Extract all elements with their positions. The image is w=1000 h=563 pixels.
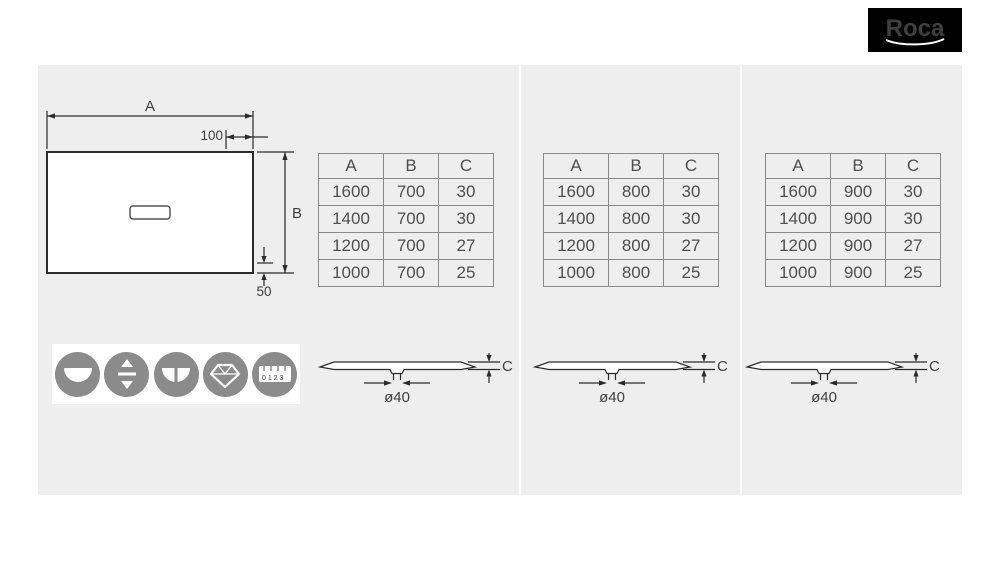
flat-tray-glyph	[63, 368, 92, 382]
dimension-cell: 800	[608, 259, 664, 287]
diamond-glyph	[210, 363, 241, 389]
dim-a-label: A	[145, 98, 155, 115]
tray-profile-diagram-1: ø40 C	[318, 353, 513, 406]
column-header: C	[885, 153, 941, 179]
dim-100-label: 100	[200, 128, 223, 143]
roca-logo-graphic: Roca	[885, 15, 945, 46]
feature-icons-strip: 0 1 2 3	[52, 344, 300, 404]
dimension-cell: 30	[663, 178, 719, 206]
dimension-cell: 1200	[543, 232, 609, 260]
ruler-glyph: 0 1 2 3	[258, 366, 291, 382]
dimension-cell: 1400	[318, 205, 384, 233]
dimension-cell: 800	[608, 205, 664, 233]
dimension-cell: 1600	[765, 178, 831, 206]
drain-diameter-label: ø40	[384, 389, 410, 406]
column-header: A	[318, 153, 384, 179]
dim-50-label: 50	[256, 284, 271, 299]
section-divider	[519, 65, 521, 495]
dimension-cell: 900	[830, 259, 886, 287]
drain-diameter-label: ø40	[811, 389, 837, 406]
height-adjust-glyph	[117, 359, 136, 389]
dimension-cell: 1600	[318, 178, 384, 206]
column-header: B	[383, 153, 439, 179]
column-header: C	[663, 153, 719, 179]
section-divider	[740, 65, 742, 495]
drain-diameter-label: ø40	[599, 389, 625, 406]
dimension-cell: 27	[438, 232, 494, 260]
dimension-cell: 30	[663, 205, 719, 233]
dimension-cell: 27	[663, 232, 719, 260]
dimension-cell: 700	[383, 205, 439, 233]
brand-name: Roca	[886, 15, 945, 42]
flat-tray-icon	[55, 351, 100, 397]
column-header: C	[438, 153, 494, 179]
column-header: B	[830, 153, 886, 179]
dimension-cell: 700	[383, 232, 439, 260]
dimension-cell: 800	[608, 232, 664, 260]
profile-height-label: C	[502, 358, 513, 375]
dimension-cell: 1600	[543, 178, 609, 206]
dimension-cell: 30	[438, 205, 494, 233]
dim-b-label: B	[292, 205, 302, 222]
column-header: A	[765, 153, 831, 179]
dimension-cell: 1400	[543, 205, 609, 233]
profile-height-label: C	[717, 358, 728, 375]
tray-profile-diagram-3: ø40 C	[745, 353, 940, 406]
tray-profile-shape	[533, 361, 693, 375]
dimension-cell: 25	[438, 259, 494, 287]
tray-profile-shape	[745, 361, 905, 375]
dimension-cell: 1000	[543, 259, 609, 287]
roca-logo: Roca	[868, 8, 962, 52]
dimension-cell: 1200	[765, 232, 831, 260]
dimension-cell: 30	[438, 178, 494, 206]
dimension-cell: 25	[663, 259, 719, 287]
tray-top-view-diagram: A 100 B 50	[46, 98, 302, 299]
dimension-cell: 1200	[318, 232, 384, 260]
tray-profile-diagram-2: ø40 C	[533, 353, 728, 406]
dimension-cell: 1000	[318, 259, 384, 287]
dimension-cell: 900	[830, 178, 886, 206]
cuttable-tray-icon	[153, 351, 199, 397]
dimension-cell: 1000	[765, 259, 831, 287]
logo-underline-swoosh	[885, 38, 945, 46]
column-header: B	[608, 153, 664, 179]
dimension-cell: 25	[885, 259, 941, 287]
cuttable-tray-glyph	[162, 366, 190, 384]
dimension-cell: 30	[885, 178, 941, 206]
diamond-icon	[202, 351, 248, 397]
ruler-icon: 0 1 2 3	[252, 351, 297, 397]
profile-height-label: C	[929, 358, 940, 375]
tray-profile-shape	[318, 361, 478, 375]
dimension-cell: 700	[383, 178, 439, 206]
height-adjust-icon	[104, 351, 150, 397]
ruler-digits: 0 1 2 3	[262, 375, 284, 382]
dimension-cell: 800	[608, 178, 664, 206]
drain-outline	[129, 205, 171, 220]
dimension-cell: 700	[383, 259, 439, 287]
column-header: A	[543, 153, 609, 179]
dimension-cell: 900	[830, 232, 886, 260]
dimension-cell: 900	[830, 205, 886, 233]
dimension-cell: 30	[885, 205, 941, 233]
dimension-cell: 1400	[765, 205, 831, 233]
dimension-cell: 27	[885, 232, 941, 260]
